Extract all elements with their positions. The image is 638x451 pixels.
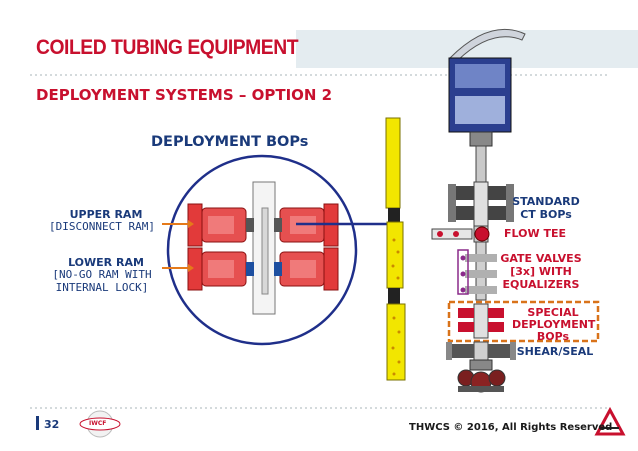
lower-ram-desc-line2: INTERNAL LOCK] <box>55 281 149 294</box>
wellhead <box>457 359 506 393</box>
shear-seal-bop <box>446 341 516 361</box>
standard-bops-label-line2: CT BOPs <box>520 208 572 221</box>
gate-valves-label-line2: [3x] WITH <box>510 265 572 278</box>
lower-ram-right <box>274 247 339 291</box>
standard-ct-bops <box>448 181 514 227</box>
upper-ram-title: UPPER RAM <box>69 208 143 221</box>
copyright-text: THWCS © 2016, All Rights Reserved <box>409 422 613 433</box>
special-bops-label-line2: DEPLOYMENT <box>512 318 596 331</box>
slide-subtitle: DEPLOYMENT SYSTEMS – OPTION 2 <box>36 86 333 104</box>
special-bops-label-line3: BOPs <box>536 330 570 343</box>
upper-ram-desc: [DISCONNECT RAM] <box>49 220 155 233</box>
deployment-bops-title: DEPLOYMENT BOPs <box>151 134 309 150</box>
flow-tee <box>431 225 490 243</box>
gate-valves-label-line3: EQUALIZERS <box>502 278 580 291</box>
slide-title: COILED TUBING EQUIPMENT <box>36 36 299 59</box>
gate-valves-label-line1: GATE VALVES <box>500 252 582 265</box>
standard-bops-label-line1: STANDARD <box>512 195 580 208</box>
shear-seal-label: SHEAR/SEAL <box>516 345 594 358</box>
gate-valves <box>457 241 497 301</box>
special-bops-label-line1: SPECIAL <box>527 306 579 319</box>
special-deployment-bops <box>447 300 600 343</box>
tool-string <box>385 117 406 381</box>
iwcf-logo-text: IWCF <box>89 420 107 427</box>
lower-ram-left <box>187 247 254 291</box>
injector-head <box>448 28 526 183</box>
flow-tee-label: FLOW TEE <box>504 227 566 240</box>
thwcs-logo <box>594 406 626 436</box>
lower-ram-desc-line1: [NO-GO RAM WITH <box>52 268 152 281</box>
lower-ram-title: LOWER RAM <box>68 256 144 269</box>
upper-ram-left <box>187 203 254 247</box>
page-number: 32 <box>44 418 60 431</box>
iwcf-logo <box>79 410 121 438</box>
